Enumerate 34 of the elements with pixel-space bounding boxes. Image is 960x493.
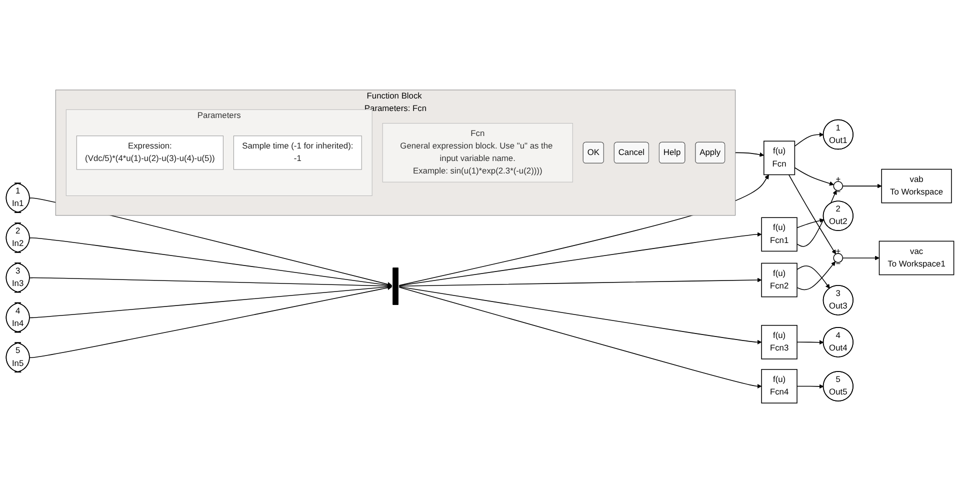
arrow — [796, 384, 824, 389]
arrow — [796, 261, 836, 290]
arrow — [398, 232, 762, 286]
arrow — [29, 238, 392, 288]
node-circle: − — [833, 181, 844, 191]
arrow — [734, 152, 764, 157]
arrow — [398, 286, 762, 389]
node-box: Expression: (Vdc/5)*(4*u(1)-u(2)-u(3)-u(4)-u(5)) — [76, 136, 224, 170]
node-box: Sample time (-1 for inherited): -1 — [233, 136, 362, 170]
node-box: vac To Workspace1 — [878, 240, 954, 276]
node-box: f(u) Fcn2 — [761, 262, 798, 298]
node-box: f(u) Fcn — [764, 140, 796, 176]
arrow — [842, 184, 882, 188]
arrow — [398, 286, 762, 344]
arrow — [796, 340, 824, 345]
arrow — [398, 174, 769, 286]
arrow — [29, 277, 392, 288]
arrow — [29, 286, 392, 358]
node-label: + — [836, 246, 841, 256]
arrow — [794, 167, 834, 186]
node-box: f(u) Fcn1 — [761, 217, 798, 252]
node-circle: − — [833, 253, 844, 263]
node-label: + — [836, 175, 841, 184]
arrow — [796, 218, 824, 228]
node-box: f(u) Fcn3 — [761, 324, 798, 360]
node-box: Fcn General expression block. Use "u" as the input variable name. Example: sin(u(1)*exp(2.3*(-u(2)))) — [382, 123, 573, 182]
node-box: vab To Workspace — [881, 168, 952, 204]
arrow — [788, 174, 836, 254]
arrow — [842, 256, 880, 260]
arrow — [796, 265, 830, 289]
node-box: f(u) Fcn4 — [761, 369, 798, 404]
arrow — [29, 284, 392, 318]
arrow — [794, 132, 824, 147]
arrow — [398, 278, 762, 287]
